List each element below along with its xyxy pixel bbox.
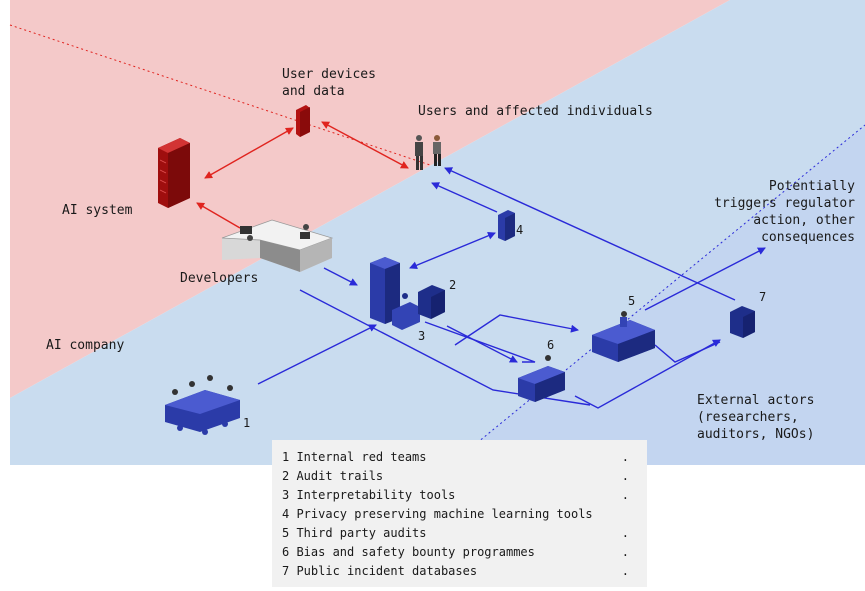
- legend-item: 6 Bias and safety bounty programmes.: [282, 545, 629, 559]
- developers-ai-system-arrow: [196, 202, 241, 229]
- legend-item: 4 Privacy preserving machine learning to…: [282, 507, 593, 521]
- legend-item: 7 Public incident databases.: [282, 564, 629, 578]
- node-number-7: 7: [759, 290, 766, 304]
- node-number-6: 6: [547, 338, 554, 352]
- developers-audit-arrow: [323, 267, 358, 286]
- ai-system-devices-arrow: [204, 127, 294, 179]
- user-devices-label: User devices: [282, 67, 376, 82]
- legend-item: 2 Audit trails.: [282, 469, 629, 483]
- regulator-label-line3: action, other: [753, 213, 855, 228]
- node-number-5: 5: [628, 294, 635, 308]
- ai-system-label: AI system: [62, 203, 133, 218]
- regulator-label-line2: triggers regulator: [714, 196, 855, 211]
- ai-company-label: AI company: [46, 338, 124, 353]
- audits-regulator-arrow: [644, 247, 766, 311]
- regulator-label-line1: Potentially: [769, 179, 855, 194]
- developers-bounty-line: [299, 289, 591, 406]
- legend-item: 3 Interpretability tools.: [282, 488, 629, 502]
- audit-trails-icon: [418, 285, 445, 319]
- external-actors-label-line2: (researchers,: [697, 410, 799, 425]
- regulator-label-line4: consequences: [761, 230, 855, 245]
- legend-box: 1 Internal red teams. 2 Audit trails. 3 …: [272, 440, 647, 587]
- ppml-tool-icon: [498, 210, 515, 241]
- ai-system-server-icon: [158, 138, 190, 208]
- node-number-4: 4: [516, 223, 523, 237]
- incident-database-icon: [730, 306, 755, 338]
- audit-ppml-arrow: [409, 231, 496, 270]
- audits-incidents-line: [654, 341, 721, 363]
- ppml-users-arrow: [431, 182, 498, 213]
- users-figures-icon: [415, 135, 441, 170]
- legend-item: 1 Internal red teams.: [282, 450, 629, 464]
- user-devices-label-line2: and data: [282, 84, 345, 99]
- developers-desk-icon: [221, 219, 334, 272]
- bounty-incidents-arrow: [574, 339, 721, 409]
- external-actors-label-line1: External actors: [697, 393, 814, 408]
- tools-audits-arrow: [454, 314, 579, 346]
- node-number-3: 3: [418, 329, 425, 343]
- node-number-2: 2: [449, 278, 456, 292]
- developers-label: Developers: [180, 271, 258, 286]
- devices-users-arrow: [321, 121, 409, 169]
- user-device-icon: [296, 105, 310, 137]
- legend-item: 5 Third party audits.: [282, 526, 629, 540]
- external-actors-label-line3: auditors, NGOs): [697, 427, 814, 442]
- users-label: Users and affected individuals: [418, 104, 653, 119]
- red-team-group-icon: [165, 375, 240, 435]
- interpretability-tools-icon: [370, 257, 420, 330]
- user-boundary-line: [9, 24, 431, 166]
- third-party-audits-icon: [592, 311, 655, 362]
- incidents-users-arrow: [444, 167, 736, 301]
- tools-bounty-arrow: [446, 325, 518, 363]
- redteam-interpretability-arrow: [257, 324, 377, 385]
- bounty-programmes-icon: [518, 355, 565, 402]
- interpretability-bounty-line: [424, 321, 536, 363]
- node-number-1: 1: [243, 416, 250, 430]
